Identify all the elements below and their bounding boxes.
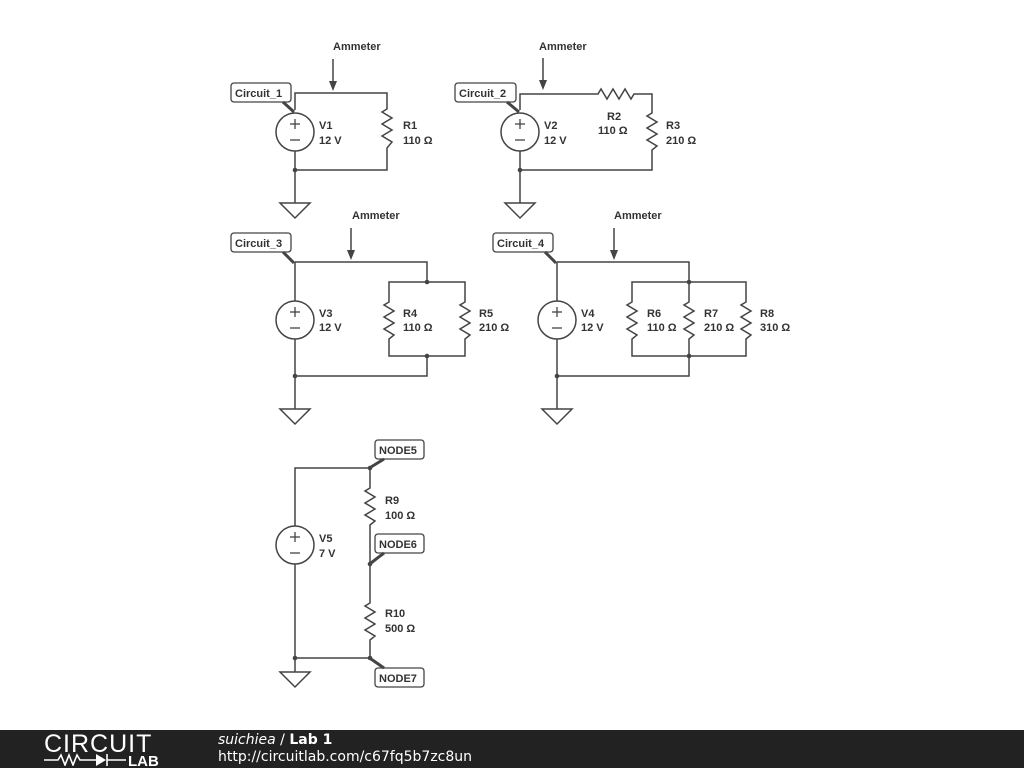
tag-node7[interactable]: NODE7 <box>370 657 425 688</box>
ammeter-arrow-2 <box>538 57 548 91</box>
ammeter-label-4: Ammeter <box>614 210 662 222</box>
ground-2 <box>504 202 536 219</box>
circuit-3: Ammeter V3 12 V R4 110 Ω R5 210 Ω Circui… <box>230 210 509 425</box>
v1-value: 12 V <box>319 135 342 147</box>
footer-bar: CIRCUIT LAB suichiea / Lab 1 http://circ… <box>0 730 1024 768</box>
tag-circuit-4-text: Circuit_4 <box>497 238 545 250</box>
tag-circuit-4[interactable]: Circuit_4 <box>492 232 558 265</box>
tag-circuit-2[interactable]: Circuit_2 <box>454 82 520 114</box>
tag-node6[interactable]: NODE6 <box>370 533 425 565</box>
ground-1 <box>279 202 311 219</box>
tag-circuit-3[interactable]: Circuit_3 <box>230 232 296 265</box>
r3-name: R3 <box>666 120 680 132</box>
footer-url-link[interactable]: http://circuitlab.com/c67fq5b7zc8un <box>218 749 473 765</box>
ground-4 <box>541 408 573 425</box>
tag-node5-text: NODE5 <box>379 445 417 457</box>
r1-name: R1 <box>403 120 417 132</box>
r5-name: R5 <box>479 308 493 320</box>
circuitlab-logo-mark: LAB <box>44 752 159 766</box>
r7-value: 210 Ω <box>704 322 734 334</box>
footer-user-link[interactable]: suichiea <box>218 732 276 748</box>
r6-name: R6 <box>647 308 661 320</box>
r9-value: 100 Ω <box>385 510 415 522</box>
v3-name: V3 <box>319 308 332 320</box>
r8-name: R8 <box>760 308 774 320</box>
r7-name: R7 <box>704 308 718 320</box>
v2-name: V2 <box>544 120 557 132</box>
voltage-source-v5[interactable] <box>275 525 315 565</box>
tag-node6-text: NODE6 <box>379 539 417 551</box>
r4-name: R4 <box>403 308 418 320</box>
ground-3 <box>279 408 311 425</box>
ammeter-arrow-1 <box>328 58 338 92</box>
v1-name: V1 <box>319 120 332 132</box>
ammeter-arrow-3 <box>346 227 356 261</box>
voltage-source-v2[interactable] <box>500 112 540 152</box>
r6-value: 110 Ω <box>647 322 677 334</box>
logo-sub-text: LAB <box>128 753 159 766</box>
v2-value: 12 V <box>544 135 567 147</box>
ammeter-arrow-4 <box>609 227 619 261</box>
r9-name: R9 <box>385 495 399 507</box>
ammeter-label-3: Ammeter <box>352 210 400 222</box>
voltage-source-v4[interactable] <box>537 300 577 340</box>
footer-separator: / <box>275 732 290 748</box>
footer-breadcrumb: suichiea / Lab 1 <box>218 732 332 749</box>
tag-node7-text: NODE7 <box>379 673 417 685</box>
ground-5 <box>279 671 311 688</box>
tag-circuit-2-text: Circuit_2 <box>459 88 506 100</box>
tag-circuit-1-text: Circuit_1 <box>235 88 282 100</box>
circuit-4: Ammeter V4 12 V R6 110 Ω R7 210 Ω R8 310… <box>492 210 790 425</box>
ammeter-label-1: Ammeter <box>333 41 381 53</box>
ammeter-label-2: Ammeter <box>539 41 587 53</box>
circuit-2: Ammeter V2 12 V R2 110 Ω R3 210 Ω Circui… <box>454 41 696 219</box>
r2-name: R2 <box>607 111 621 123</box>
circuit-1: Ammeter V1 12 V R1 110 Ω Circuit_1 <box>230 41 433 219</box>
footer-circuit-title[interactable]: Lab 1 <box>289 732 333 748</box>
r10-value: 500 Ω <box>385 623 415 635</box>
v4-name: V4 <box>581 308 595 320</box>
r5-value: 210 Ω <box>479 322 509 334</box>
circuit-schematic: Ammeter V1 12 V R1 110 Ω Circuit_1 Ammet… <box>230 41 790 688</box>
voltage-source-v3[interactable] <box>275 300 315 340</box>
circuit-5: V5 7 V R9 100 Ω R10 500 Ω NODE5 NODE6 NO… <box>275 439 425 688</box>
tag-circuit-3-text: Circuit_3 <box>235 238 282 250</box>
voltage-source-v1[interactable] <box>275 112 315 152</box>
r3-value: 210 Ω <box>666 135 696 147</box>
r1-value: 110 Ω <box>403 135 433 147</box>
v5-value: 7 V <box>319 548 336 560</box>
circuitlab-logo[interactable]: CIRCUIT <box>44 730 153 758</box>
tag-circuit-1[interactable]: Circuit_1 <box>230 82 296 114</box>
r4-value: 110 Ω <box>403 322 433 334</box>
r2-value: 110 Ω <box>598 125 628 137</box>
r10-name: R10 <box>385 608 405 620</box>
r8-value: 310 Ω <box>760 322 790 334</box>
tag-node5[interactable]: NODE5 <box>370 439 425 469</box>
v4-value: 12 V <box>581 322 604 334</box>
v5-name: V5 <box>319 533 332 545</box>
v3-value: 12 V <box>319 322 342 334</box>
